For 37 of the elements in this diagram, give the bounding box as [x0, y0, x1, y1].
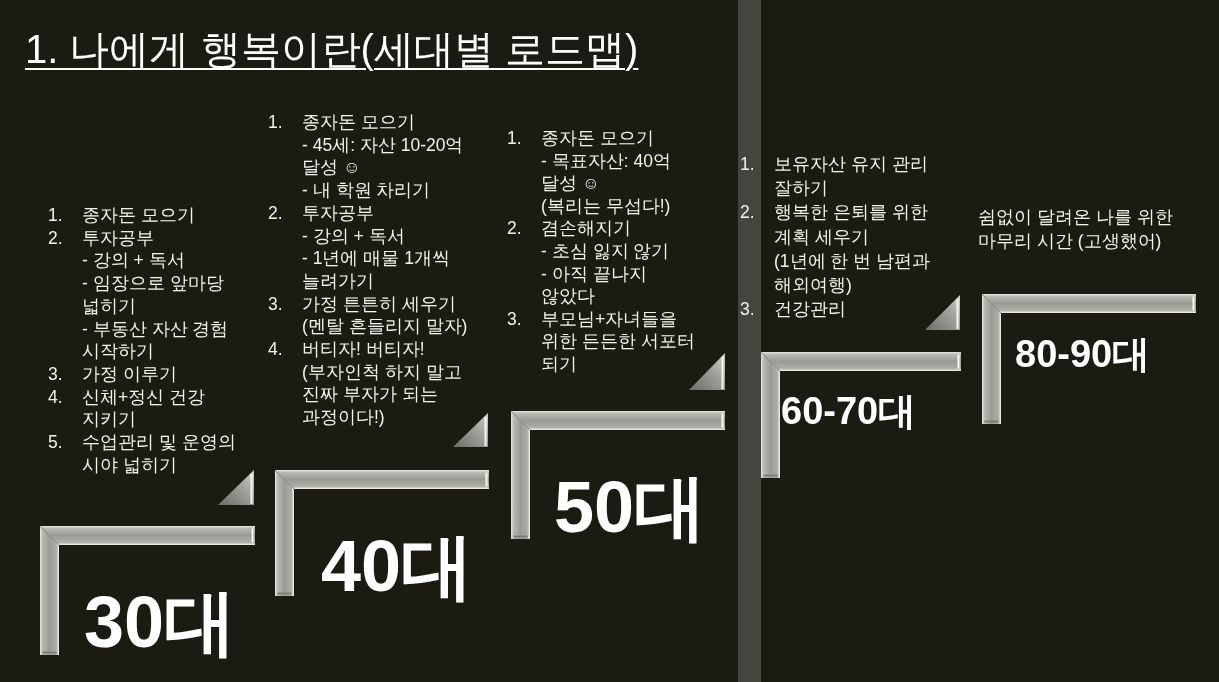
- list-note: (1년에 한 번 남편과 해외여행): [774, 249, 932, 297]
- list-note: (부자인척 하지 말고 진짜 부자가 되는 과정이다!): [302, 360, 463, 429]
- age-label: 60-70대: [781, 392, 917, 430]
- list-note: - 목표자산: 40억 달성 ☺: [541, 149, 672, 195]
- list-note: - 부동산 자산 경험 시작하기: [82, 317, 230, 363]
- list-note: - 1년에 매물 1개씩 늘려가기: [302, 247, 451, 293]
- list-item: 3. 가정 튼튼히 세우기: [268, 292, 457, 316]
- list-item: 1. 종자돈 모으기: [507, 127, 655, 150]
- slide-title: 1. 나에게 행복이란(세대별 로드맵): [25, 26, 639, 73]
- list-note: 쉼없이 달려온 나를 위한 마무리 시간 (고생했어): [978, 206, 1174, 253]
- list-item: 2. 행복한 은퇴를 위한 계획 세우기: [740, 201, 929, 249]
- list-item: 3. 부모님+자녀들을 위한 든든한 서포터 되기: [507, 307, 696, 376]
- list-item: 2. 투자공부: [268, 201, 375, 225]
- list-item: 1. 종자돈 모으기: [268, 111, 416, 134]
- list-item: 4. 버티자! 버티자!: [268, 338, 426, 361]
- vertical-bar: [738, 0, 761, 682]
- list-note: - 초심 잃지 않기: [541, 239, 671, 263]
- list-item: 2. 투자공부: [48, 226, 155, 250]
- age-label: 30대: [84, 586, 237, 658]
- list-item: 5. 수업관리 및 운영의 시야 넓히기: [48, 431, 237, 477]
- age-label: 40대: [321, 530, 474, 602]
- age-label: 80-90대: [1015, 335, 1151, 373]
- list-note: - 강의 + 독서: [302, 224, 406, 248]
- list-item: 4. 신체+정신 건강 지키기: [48, 385, 207, 432]
- list-note: (멘탈 흔들리지 말자): [302, 315, 469, 339]
- list-item: 1. 보유자산 유지 관리 잘하기: [740, 153, 929, 201]
- list-note: - 45세: 자산 10-20억 달성 ☺: [302, 133, 465, 180]
- list-note: - 임장으로 앞마당 넓히기: [82, 272, 225, 318]
- list-note: (복리는 무섭다!): [541, 194, 672, 218]
- list-note: - 아직 끝나지 않았다: [541, 262, 648, 308]
- list-note: - 내 학원 차리기: [302, 179, 432, 202]
- list-item: 3. 가정 이루기: [48, 362, 178, 386]
- list-item: 1. 종자돈 모으기: [48, 204, 196, 227]
- list-note: - 강의 + 독서: [82, 249, 186, 273]
- list-item: 3. 건강관리: [740, 298, 847, 322]
- age-label: 50대: [554, 471, 707, 543]
- list-item: 2. 겸손해지기: [507, 217, 632, 240]
